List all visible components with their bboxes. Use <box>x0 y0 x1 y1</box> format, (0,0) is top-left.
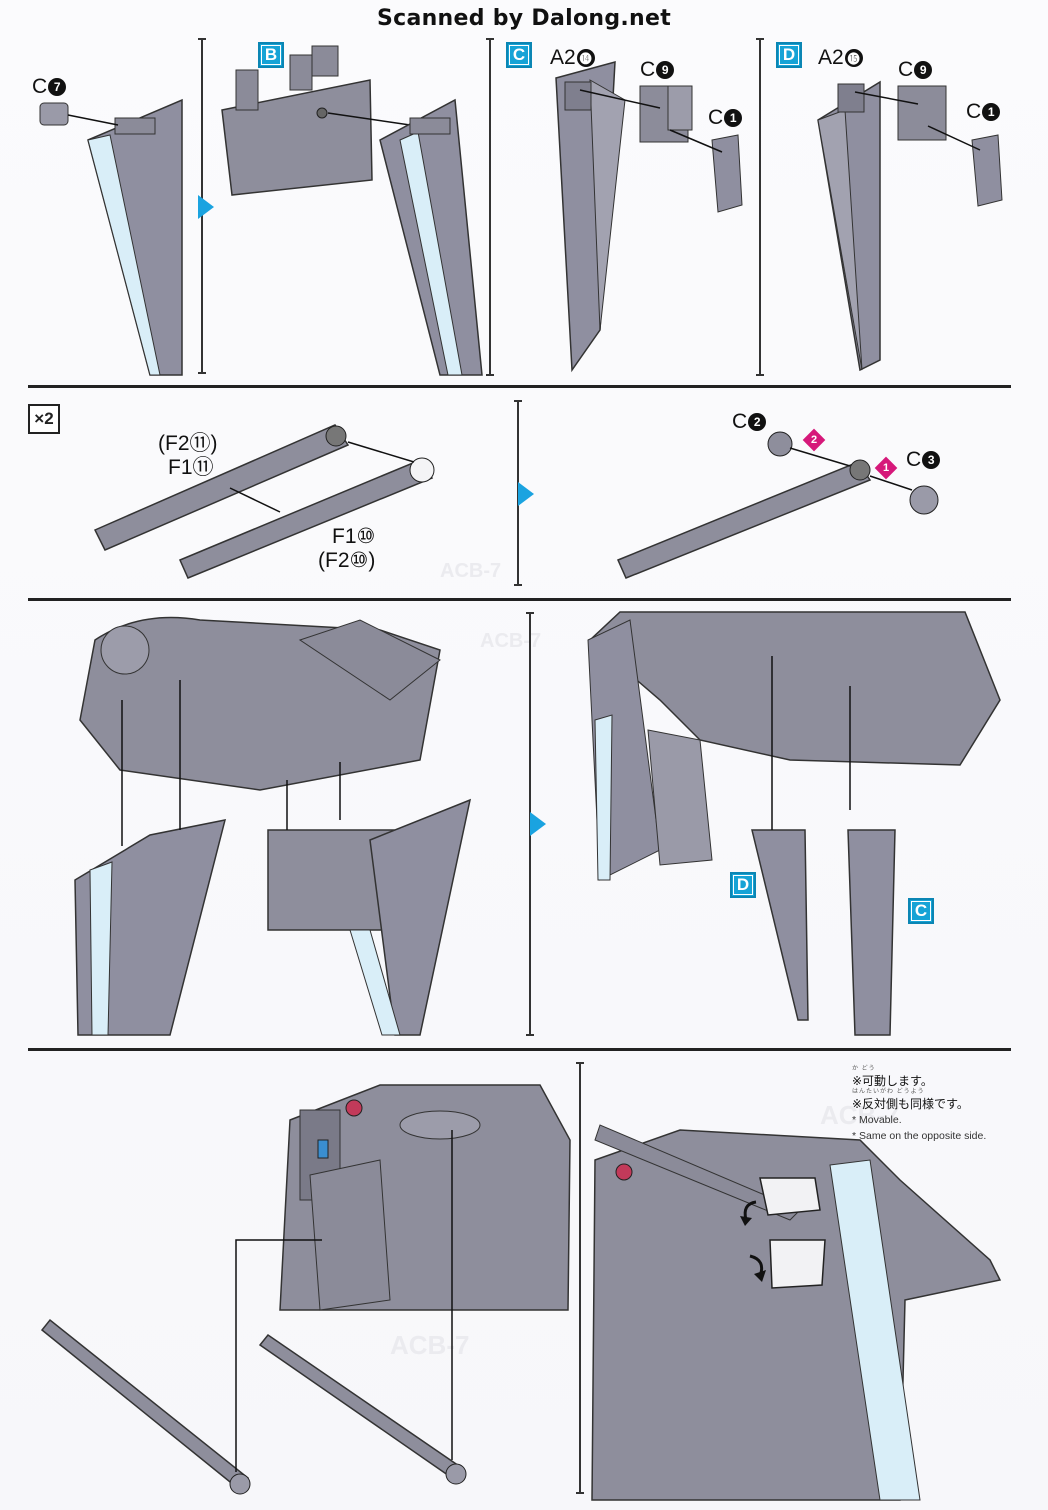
row-divider <box>28 385 1011 388</box>
note-opposite-en: * Same on the opposite side. <box>852 1130 987 1142</box>
body-assembly-illustration <box>74 611 1001 1036</box>
bleed-through-text: ACB-7 <box>820 1100 900 1130</box>
arrow-right-icon <box>530 812 546 836</box>
note-movable-jp: ※可動します。 <box>852 1074 933 1088</box>
note-movable-en: * Movable. <box>852 1114 902 1126</box>
order-number: 1 <box>882 462 890 474</box>
part-label-f2-11: (F2⑪) <box>158 432 218 455</box>
step-badge-b: B <box>258 42 284 68</box>
order-number: 2 <box>810 434 818 446</box>
step-badge-c: C <box>506 42 532 68</box>
rod-assembly-illustration <box>93 424 939 579</box>
arrow-right-icon <box>518 482 534 506</box>
part-label-f2-10: (F2⑩) <box>318 549 376 572</box>
step-badge-d: D <box>730 872 756 898</box>
note-opposite-jp: ※反対側も同様です。 <box>852 1097 969 1111</box>
bleed-through-text: ACB-7 <box>390 1330 470 1360</box>
bleed-through-text: ACB-7 <box>440 560 502 582</box>
step-badge-d: D <box>776 42 802 68</box>
scan-watermark: Scanned by Dalong.net <box>376 6 672 31</box>
arrow-right-icon <box>198 195 214 219</box>
row-divider <box>28 1048 1011 1051</box>
quantity-badge: ×2 <box>28 404 60 434</box>
step-divider <box>576 1062 584 1494</box>
note-movable: か どう ※可動します。 <box>852 1066 986 1089</box>
step-divider <box>756 38 764 376</box>
furigana: か どう <box>852 1066 876 1072</box>
rotate-icon <box>749 1254 766 1282</box>
row-divider <box>28 598 1011 601</box>
rotate-icon <box>740 1200 757 1226</box>
part-label-f1-10: F1⑩ <box>332 525 376 548</box>
leg-blade-illustration <box>39 45 1003 376</box>
bleed-through-text: ACB-7 <box>480 630 542 652</box>
note-opposite: はんたいがわ どうよう ※反対側も同様です。 <box>852 1089 986 1112</box>
step-divider <box>486 38 494 376</box>
part-label-f1-11: F1⑪ <box>168 456 214 479</box>
furigana: はんたいがわ どうよう <box>852 1089 925 1095</box>
notes-block: か どう ※可動します。 はんたいがわ どうよう ※反対側も同様です。 * Mo… <box>852 1066 986 1144</box>
step-badge-c: C <box>908 898 934 924</box>
